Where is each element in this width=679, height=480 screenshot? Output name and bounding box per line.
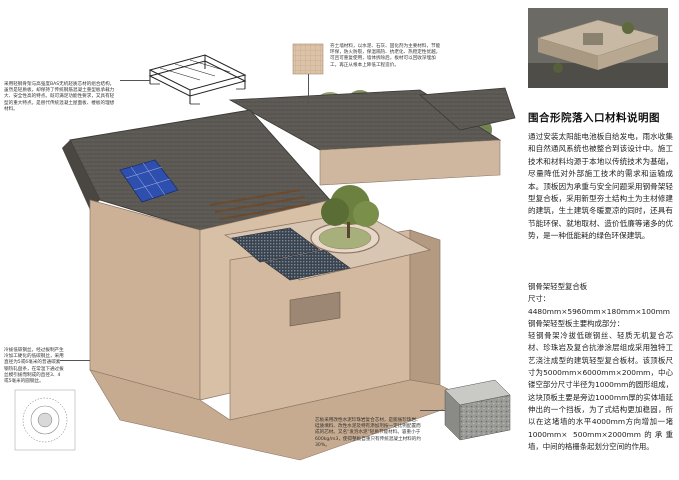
spec-size-label: 尺寸： (528, 294, 551, 304)
spec-components-label: 钢骨架轻型板主要构成部分： (528, 318, 625, 328)
back-wall (319, 139, 501, 186)
leader-steel-wire (60, 360, 90, 361)
leader-rammed-earth (308, 74, 309, 104)
rammed-earth-swatch (292, 43, 324, 75)
leader-steel-frame (120, 80, 150, 81)
core-board-block (444, 379, 511, 441)
entrance-window (289, 291, 341, 327)
page-title: 围合形院落入口材料说明图 (528, 112, 660, 124)
grate-panel-left (231, 227, 321, 263)
steel-wire-diagram (14, 389, 76, 451)
solar-panel (119, 159, 179, 203)
courtyard-tree (321, 185, 379, 238)
rammed-earth-note: 夯土墙材料，以水泥、石灰、固化剂为主要材料，节能环保，防火防裂，保温隔热、抗老化… (330, 44, 441, 68)
steel-frame-note: 采用轻钢骨架与高强度BAS无机轻质芯材的组合结构，虽然是轻质板，却保持了传统钢筋… (4, 82, 115, 112)
spec-heading: 钢骨架轻型复合板 (528, 282, 588, 291)
site-photo (528, 8, 668, 88)
spec-section: 钢骨架轻型复合板 尺寸： 4480mm×5960mm×180mm×100mm 钢… (528, 281, 673, 453)
grate-panel-right (264, 249, 351, 281)
intro-paragraph: 通过安装太阳能电池板自给发电，雨水收集和自然通风系统也被整合到该设计中。施工技术… (528, 132, 673, 241)
courtyard-rendering (14, 43, 516, 461)
core-board-note: 芯板采用改性水泥珍珠岩复合芯材，是膨胀珍珠岩、硅质填料、改性水泥及特有添加剂按一… (315, 418, 421, 448)
ground-base (89, 369, 471, 461)
right-roof (419, 87, 516, 131)
spec-size-value: 4480mm×5960mm×180mm×100mm (528, 306, 671, 316)
steel-frame-diagram (148, 54, 247, 105)
front-left-wall (89, 199, 201, 401)
spec-components-text: 轻钢骨架冷拔低碳钢丝、轻质无机复合芯材、珍珠岩及复合抗渗涂层组成采用独特工艺浇注… (528, 331, 673, 451)
leader-core-board (420, 410, 445, 411)
steel-wire-note: 冷拔低碳钢丝，经过拔制产生冷加工硬化的低碳钢丝，采用直径为5或6毫米的普通碳素钢… (4, 348, 64, 385)
main-roof-ridge (62, 140, 100, 210)
timber-beams (209, 189, 311, 220)
